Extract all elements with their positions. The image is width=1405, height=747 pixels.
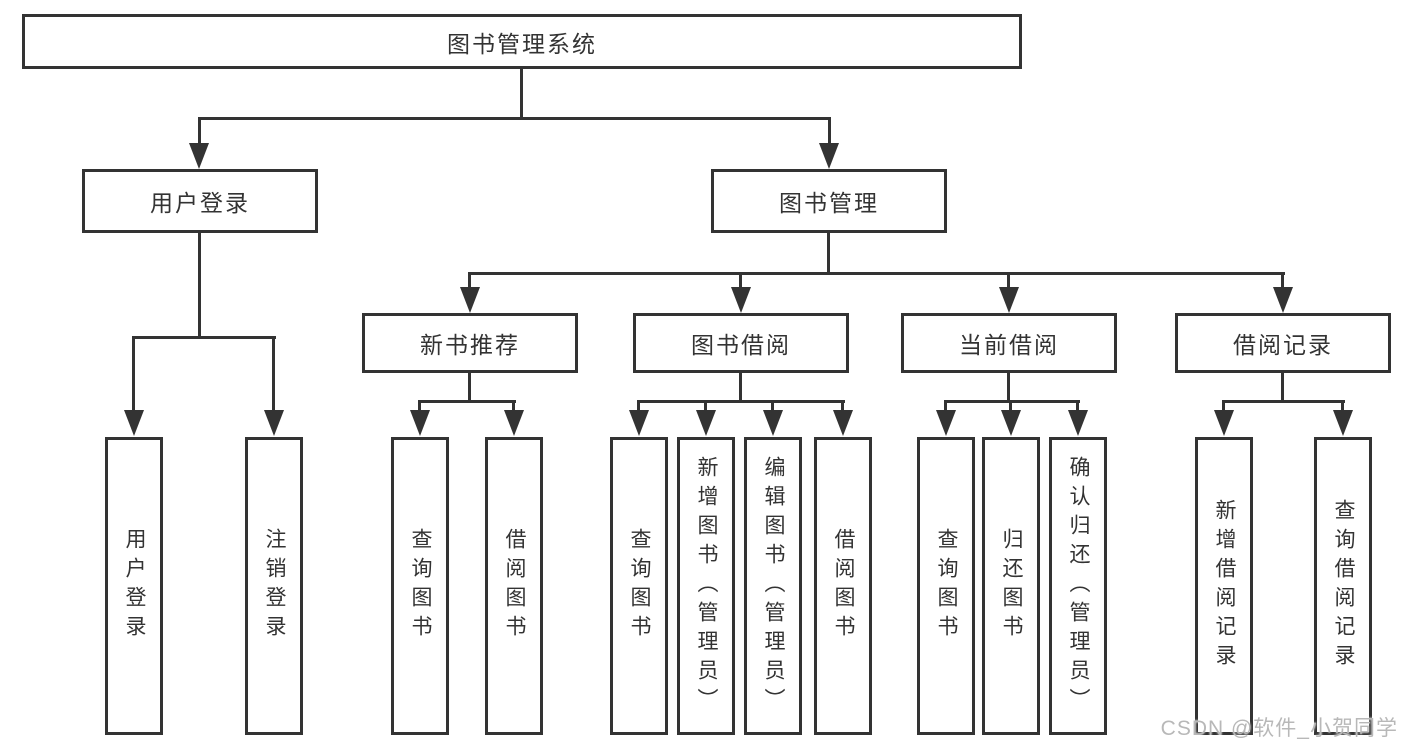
arrowhead (763, 410, 783, 436)
node-book-management-label: 图书管理 (779, 190, 879, 216)
arrowhead (460, 287, 480, 313)
leaf-add-book-admin-label: 新增图书（管理员） (695, 455, 718, 717)
node-book-management: 图书管理 (711, 169, 947, 233)
node-root-label: 图书管理系统 (447, 30, 597, 57)
node-new-book-recommend-label: 新书推荐 (420, 332, 520, 358)
connector-bar (418, 400, 516, 403)
leaf-query-books-borrowing: 查询图书 (610, 437, 668, 735)
connector-drop (132, 338, 135, 412)
connector-login-stem (198, 233, 201, 339)
connector-drop (1009, 402, 1012, 412)
arrowhead (264, 410, 284, 436)
connector-bar (944, 400, 1080, 403)
connector-stem (468, 373, 471, 403)
leaf-query-books-current-label: 查询图书 (935, 528, 958, 644)
arrowhead (999, 287, 1019, 313)
node-current-borrowing-label: 当前借阅 (959, 332, 1059, 358)
connector-drop (771, 402, 774, 412)
leaf-borrow-books-borrowing: 借阅图书 (814, 437, 872, 735)
arrowhead (1001, 410, 1021, 436)
node-borrowing-records-label: 借阅记录 (1233, 332, 1333, 358)
connector-drop (828, 119, 831, 147)
connector-drop (512, 402, 515, 412)
arrowhead (629, 410, 649, 436)
leaf-logout-label: 注销登录 (263, 528, 286, 644)
node-user-login-label: 用户登录 (150, 190, 250, 216)
node-book-borrowing: 图书借阅 (633, 313, 849, 373)
connector-drop (1007, 274, 1010, 291)
leaf-borrow-books-borrowing-label: 借阅图书 (832, 528, 855, 644)
connector-mgmt-stem (827, 233, 830, 275)
leaf-query-books-borrowing-label: 查询图书 (628, 528, 651, 644)
arrowhead (1214, 410, 1234, 436)
leaf-query-books-current: 查询图书 (917, 437, 975, 735)
node-current-borrowing: 当前借阅 (901, 313, 1117, 373)
leaf-return-book: 归还图书 (982, 437, 1040, 735)
connector-bar (1222, 400, 1345, 403)
node-root: 图书管理系统 (22, 14, 1022, 69)
connector-drop (1076, 402, 1079, 412)
leaf-add-book-admin: 新增图书（管理员） (677, 437, 735, 735)
arrowhead (936, 410, 956, 436)
leaf-user-login: 用户登录 (105, 437, 163, 735)
leaf-return-book-label: 归还图书 (1000, 528, 1023, 644)
arrowhead (819, 143, 839, 169)
connector-drop (841, 402, 844, 412)
leaf-query-borrow-record-label: 查询借阅记录 (1332, 499, 1355, 673)
connector-drop (704, 402, 707, 412)
connector-drop (272, 338, 275, 412)
leaf-edit-book-admin-label: 编辑图书（管理员） (762, 455, 785, 717)
node-book-borrowing-label: 图书借阅 (691, 332, 791, 358)
arrowhead (731, 287, 751, 313)
connector-drop (1341, 402, 1344, 412)
connector-login-bar (132, 336, 276, 339)
leaf-edit-book-admin: 编辑图书（管理员） (744, 437, 802, 735)
node-borrowing-records: 借阅记录 (1175, 313, 1391, 373)
connector-drop (418, 402, 421, 412)
connector-drop (637, 402, 640, 412)
leaf-user-login-label: 用户登录 (123, 528, 146, 644)
leaf-add-borrow-record: 新增借阅记录 (1195, 437, 1253, 735)
arrowhead (189, 143, 209, 169)
connector-root-stem (520, 69, 523, 120)
arrowhead (696, 410, 716, 436)
connector-stem (739, 373, 742, 403)
leaf-confirm-return-admin-label: 确认归还（管理员） (1067, 455, 1090, 717)
arrowhead (410, 410, 430, 436)
arrowhead (1068, 410, 1088, 436)
connector-mgmt-bar (468, 272, 1285, 275)
leaf-query-books-recommend: 查询图书 (391, 437, 449, 735)
connector-drop (739, 274, 742, 291)
arrowhead (504, 410, 524, 436)
connector-drop (1281, 274, 1284, 291)
node-new-book-recommend: 新书推荐 (362, 313, 578, 373)
arrowhead (124, 410, 144, 436)
leaf-logout: 注销登录 (245, 437, 303, 735)
watermark: CSDN @软件_小贺同学 (1160, 717, 1398, 740)
leaf-query-books-recommend-label: 查询图书 (409, 528, 432, 644)
leaf-query-borrow-record: 查询借阅记录 (1314, 437, 1372, 735)
connector-drop (468, 274, 471, 291)
leaf-borrow-books-recommend-label: 借阅图书 (503, 528, 526, 644)
arrowhead (1273, 287, 1293, 313)
connector-drop (198, 119, 201, 147)
connector-bar (637, 400, 845, 403)
leaf-borrow-books-recommend: 借阅图书 (485, 437, 543, 735)
connector-stem (1281, 373, 1284, 403)
arrowhead (833, 410, 853, 436)
connector-root-bar (198, 117, 831, 120)
connector-drop (1222, 402, 1225, 412)
node-user-login: 用户登录 (82, 169, 318, 233)
leaf-confirm-return-admin: 确认归还（管理员） (1049, 437, 1107, 735)
connector-stem (1007, 373, 1010, 403)
arrowhead (1333, 410, 1353, 436)
leaf-add-borrow-record-label: 新增借阅记录 (1213, 499, 1236, 673)
connector-drop (944, 402, 947, 412)
